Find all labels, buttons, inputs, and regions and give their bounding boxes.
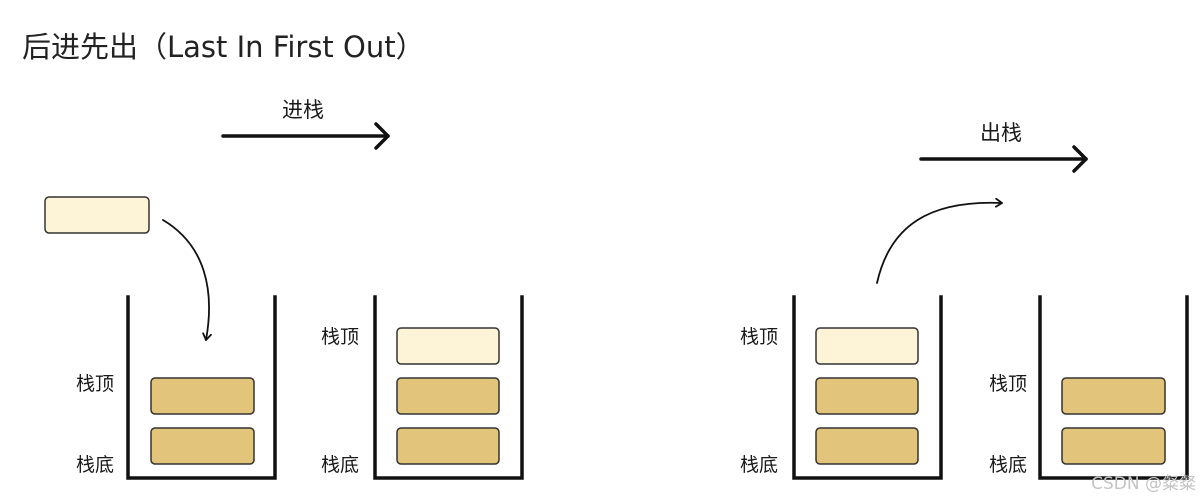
stack-container: [1038, 295, 1189, 480]
diagram-title: 后进先出（Last In First Out）: [22, 30, 425, 64]
stack-top-label: 栈顶: [989, 373, 1027, 395]
stack-container: [126, 295, 277, 480]
stack-element: [396, 427, 500, 465]
stack-element: [1061, 427, 1166, 465]
stack-element: [396, 377, 500, 415]
stack-top-label: 栈顶: [321, 326, 359, 348]
push-curve-arrow: [162, 219, 212, 341]
stack-push-before: 栈顶 栈底: [76, 295, 277, 480]
watermark: CSDN @粲粲: [1091, 474, 1196, 494]
stack-element: [815, 377, 919, 415]
push-label: 进栈: [282, 98, 324, 122]
stack-element: [1061, 377, 1166, 415]
pop-curve-arrow: [876, 197, 1003, 284]
stack-container: [792, 295, 943, 480]
stack-top-label: 栈顶: [76, 373, 114, 395]
stack-element: [815, 327, 919, 365]
incoming-element: [44, 196, 150, 234]
stack-bottom-label: 栈底: [321, 454, 359, 476]
push-arrow: 进栈: [221, 98, 390, 150]
stack-bottom-label: 栈底: [989, 454, 1027, 476]
stack-bottom-label: 栈底: [76, 454, 114, 476]
stack-element: [815, 427, 919, 465]
stack-pop-after: 栈顶 栈底: [989, 295, 1189, 480]
stack-container: [373, 295, 524, 480]
stack-element: [150, 377, 255, 415]
pop-label: 出栈: [980, 121, 1022, 145]
stack-top-label: 栈顶: [740, 326, 778, 348]
stack-pop-before: 栈顶 栈底: [740, 295, 943, 480]
pop-arrow: 出栈: [919, 121, 1088, 173]
stack-element: [150, 427, 255, 465]
stack-element: [396, 327, 500, 365]
stack-push-after: 栈顶 栈底: [321, 295, 524, 480]
stack-bottom-label: 栈底: [740, 454, 778, 476]
